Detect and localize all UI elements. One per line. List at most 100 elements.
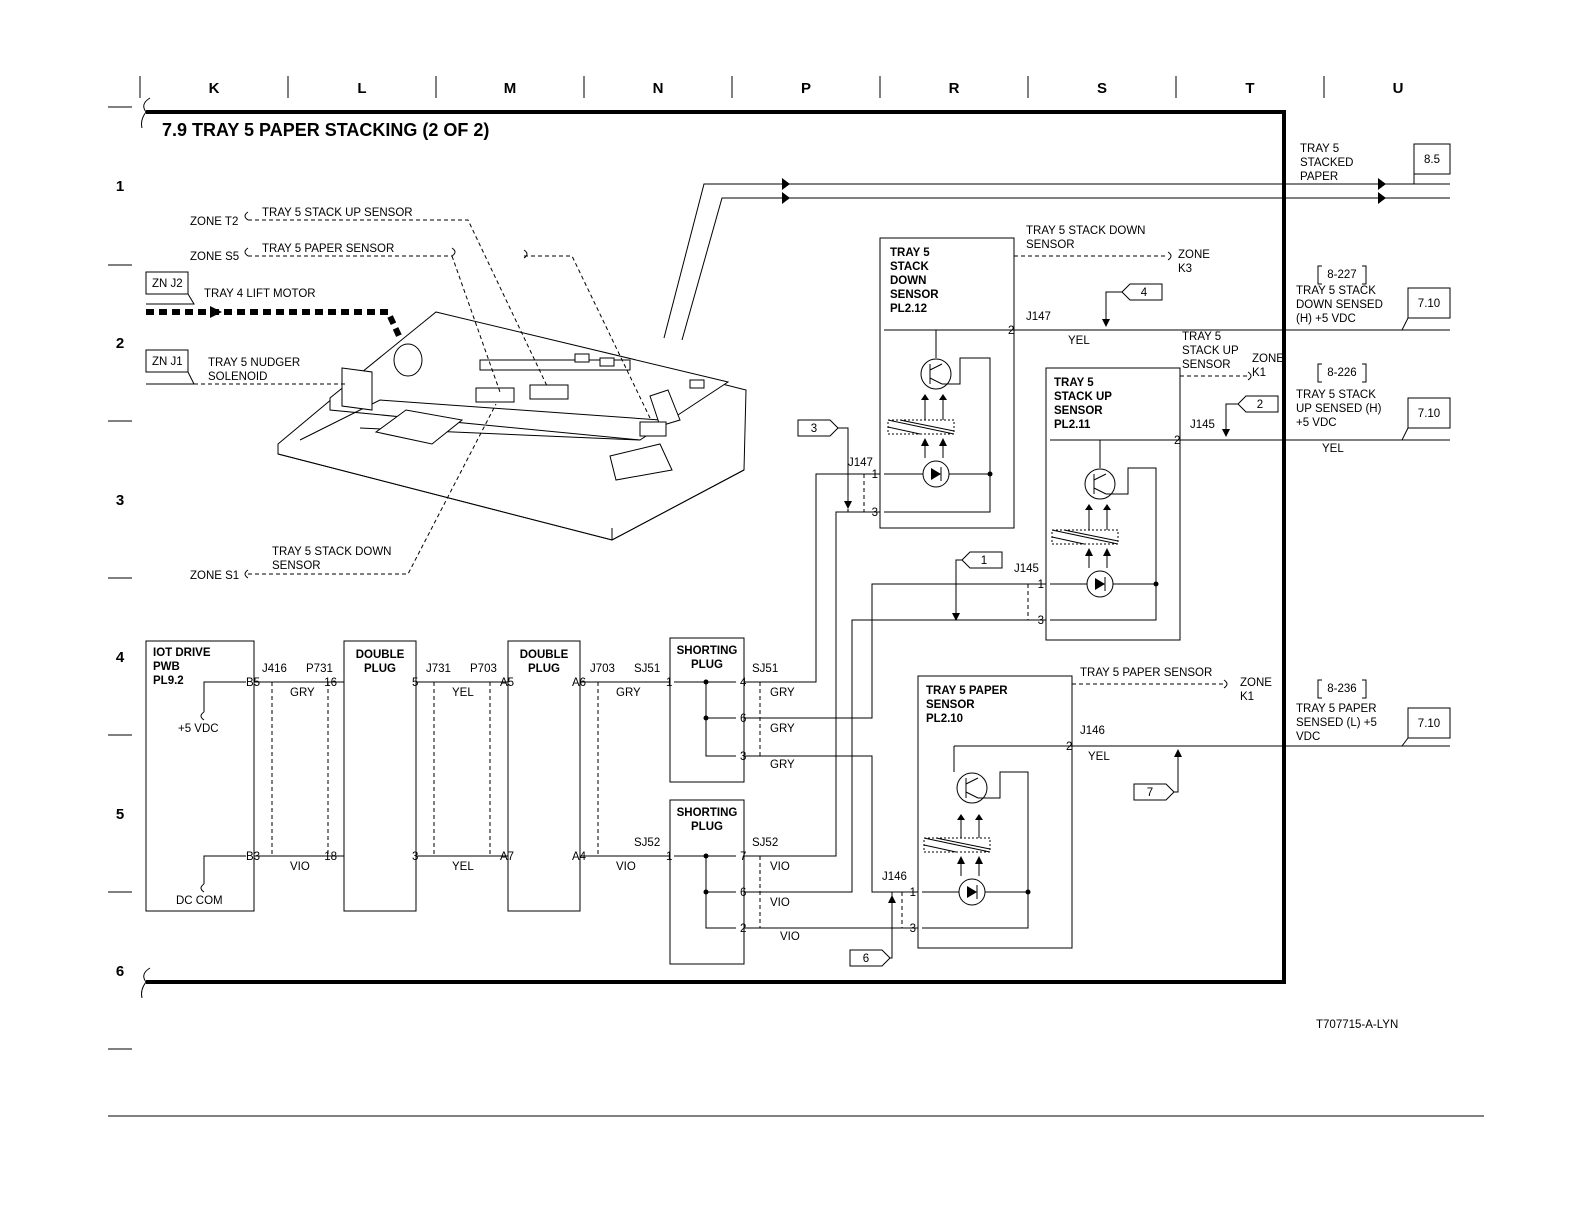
tag-label: 6 bbox=[863, 953, 869, 965]
column-label: L bbox=[357, 80, 366, 97]
zone-ref: K1 bbox=[1240, 691, 1254, 703]
component-label: PLUG bbox=[528, 663, 560, 675]
zone-ref: ZONE bbox=[1178, 249, 1210, 261]
wire-color: YEL bbox=[1088, 751, 1110, 763]
wire-color: YEL bbox=[1322, 443, 1344, 455]
pin-label: 16 bbox=[324, 677, 337, 689]
pin-label: 6 bbox=[740, 713, 746, 725]
double-plug-1: DOUBLE PLUG bbox=[343, 640, 417, 912]
pin-label: 6 bbox=[740, 887, 746, 899]
zone-tag-label: ZN J2 bbox=[152, 278, 183, 290]
zone-tag bbox=[145, 349, 189, 373]
pin-label: 18 bbox=[324, 851, 337, 863]
illustration-callouts: ZONE T2 TRAY 5 STACK UP SENSOR ZONE S5 T… bbox=[145, 207, 651, 582]
connector-label: J145 bbox=[1190, 419, 1215, 431]
sheet-ref-box bbox=[1413, 143, 1451, 175]
zone-ref: ZONE bbox=[1240, 677, 1272, 689]
row-label: 1 bbox=[116, 178, 124, 195]
tag-label: 3 bbox=[811, 423, 817, 435]
harness-wires: J416 P731 J731 P703 J703 SJ51 SJ51 SJ52 … bbox=[254, 473, 1046, 943]
component-label: TRAY 5 bbox=[890, 247, 930, 259]
column-label: R bbox=[949, 80, 960, 97]
signal-name: TRAY 5 PAPER bbox=[1296, 703, 1377, 715]
sheet-ref: 7.10 bbox=[1418, 298, 1440, 310]
pin-label: A7 bbox=[500, 851, 514, 863]
pin-label: B3 bbox=[246, 851, 260, 863]
pin-label: A5 bbox=[500, 677, 514, 689]
signal-name: TRAY 5 STACK bbox=[1296, 285, 1376, 297]
zone-ref: ZONE bbox=[1252, 353, 1284, 365]
component-label: PL2.12 bbox=[890, 303, 927, 315]
tag-label: 2 bbox=[1257, 399, 1263, 411]
column-label: T bbox=[1245, 80, 1254, 97]
row-label: 2 bbox=[116, 335, 124, 352]
ref-label: SENSOR bbox=[1182, 359, 1231, 371]
test-point-tags: 3 4 2 1 7 6 bbox=[797, 283, 1279, 967]
component-label: PLUG bbox=[364, 663, 396, 675]
component-label: SENSOR bbox=[890, 289, 939, 301]
output-up-sensed: 8-226 TRAY 5 STACK UP SENSED (H) +5 VDC … bbox=[1296, 363, 1451, 441]
output-paper-sensed: 8-236 TRAY 5 PAPER SENSED (L) +5 VDC 7.1… bbox=[1296, 679, 1451, 747]
callout-label: TRAY 5 STACK UP SENSOR bbox=[262, 207, 413, 219]
component-label: PL2.11 bbox=[1054, 419, 1091, 431]
pin-label: 3 bbox=[740, 751, 746, 763]
sheet-ref: 8-236 bbox=[1327, 683, 1356, 695]
component-label: DOWN bbox=[890, 275, 926, 287]
callout-label: TRAY 5 STACK DOWN bbox=[272, 546, 392, 558]
connector-label: SJ52 bbox=[634, 837, 660, 849]
column-label: S bbox=[1097, 80, 1107, 97]
component-label: PL9.2 bbox=[153, 675, 184, 687]
sheet-ref-box bbox=[1407, 287, 1451, 319]
connector-label: J147 bbox=[848, 457, 873, 469]
connector-label: P731 bbox=[306, 663, 333, 675]
pin-label: 2 bbox=[1174, 435, 1180, 447]
callout-label: TRAY 5 NUDGER bbox=[208, 357, 300, 369]
column-label: M bbox=[504, 80, 517, 97]
component-label: TRAY 5 PAPER bbox=[926, 685, 1008, 697]
connector-label: SJ52 bbox=[752, 837, 778, 849]
zone-ref: ZONE S1 bbox=[190, 570, 239, 582]
pin-label: 1 bbox=[1038, 579, 1044, 591]
output-down-sensed: 8-227 TRAY 5 STACK DOWN SENSED (H) +5 VD… bbox=[1296, 265, 1451, 331]
signal-name: TRAY 5 STACK bbox=[1296, 389, 1376, 401]
component-label: SENSOR bbox=[926, 699, 975, 711]
sheet-ref: 7.10 bbox=[1418, 718, 1440, 730]
pin-label: 3 bbox=[1038, 615, 1044, 627]
row-label: 3 bbox=[116, 492, 124, 509]
component-label: DOUBLE bbox=[356, 649, 405, 661]
wire-color: VIO bbox=[780, 931, 800, 943]
row-ruler: 1 2 3 4 5 6 bbox=[108, 106, 132, 1050]
column-header: K L M N P R S T U bbox=[139, 76, 1403, 98]
connector-label: J731 bbox=[426, 663, 451, 675]
tag-label: 1 bbox=[981, 555, 987, 567]
sheet-ref: 8.5 bbox=[1424, 154, 1440, 166]
component-label: DOUBLE bbox=[520, 649, 569, 661]
iot-drive-pwb: IOT DRIVE PWB PL9.2 +5 VDC DC COM B5 B3 bbox=[145, 640, 260, 912]
tag-label: 4 bbox=[1141, 287, 1148, 299]
pin-label: 1 bbox=[666, 851, 672, 863]
callout-label: TRAY 4 LIFT MOTOR bbox=[204, 288, 316, 300]
zone-ref: K3 bbox=[1178, 263, 1192, 275]
component-label: STACK bbox=[890, 261, 929, 273]
page-title: 7.9 TRAY 5 PAPER STACKING (2 OF 2) bbox=[162, 120, 489, 140]
component-label: PLUG bbox=[691, 821, 723, 833]
connector-label: SJ51 bbox=[634, 663, 660, 675]
component-label: PWB bbox=[153, 661, 180, 673]
signal-name: SENSED (L) +5 bbox=[1296, 717, 1377, 729]
component-label: SHORTING bbox=[677, 645, 738, 657]
row-label: 4 bbox=[116, 649, 125, 666]
pin-label: 1 bbox=[910, 887, 916, 899]
connector-label: J147 bbox=[1026, 311, 1051, 323]
row-label: 6 bbox=[116, 963, 124, 980]
callout-label: TRAY 5 PAPER SENSOR bbox=[262, 243, 394, 255]
zone-ref: ZONE S5 bbox=[190, 251, 239, 263]
signal-name: VDC bbox=[1296, 731, 1320, 743]
pin-label: 3 bbox=[910, 923, 916, 935]
ref-label: TRAY 5 STACK DOWN bbox=[1026, 225, 1146, 237]
signal-name: UP SENSED (H) bbox=[1296, 403, 1382, 415]
callout-label: SOLENOID bbox=[208, 371, 267, 383]
row-label: 5 bbox=[116, 806, 124, 823]
pin-label: 2 bbox=[740, 923, 746, 935]
connector-label: J146 bbox=[882, 871, 907, 883]
callout-label: SENSOR bbox=[272, 560, 321, 572]
